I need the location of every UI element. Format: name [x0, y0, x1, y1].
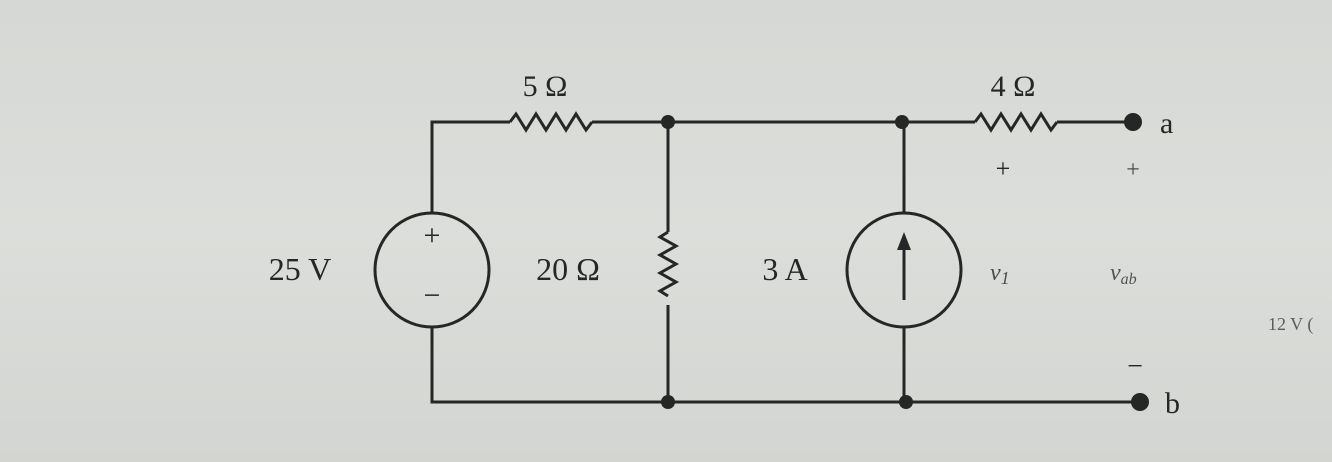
resistor-5ohm: [508, 111, 594, 133]
isource-label: 3 A: [762, 251, 807, 287]
voltage-source-25v: [373, 211, 491, 329]
terminal-a: [1124, 113, 1142, 131]
vsource-label: 25 V: [269, 251, 332, 287]
terminal-b-label: b: [1165, 387, 1180, 420]
vsource-plus: +: [424, 219, 441, 252]
r2-label: 20 Ω: [536, 251, 600, 287]
current-source-3a: [845, 211, 963, 329]
resistor-4ohm: [973, 111, 1059, 133]
wire-left-top: [430, 120, 510, 213]
node: [899, 395, 913, 409]
node: [661, 115, 675, 129]
v1-plus: +: [996, 154, 1011, 183]
r3-label: 4 Ω: [991, 70, 1036, 103]
wire-left-bottom: [430, 327, 1140, 404]
vsource-minus: −: [424, 279, 441, 312]
node: [895, 115, 909, 129]
cutoff-text: 12 V (: [1268, 314, 1313, 335]
v1-label: v1: [990, 260, 1010, 288]
vab-minus: −: [1127, 351, 1143, 382]
resistor-20ohm: [656, 230, 680, 298]
vab-label: vab: [1110, 260, 1137, 288]
terminal-b: [1131, 393, 1149, 411]
vab-plus: +: [1126, 157, 1140, 183]
terminal-a-label: a: [1160, 107, 1173, 140]
node: [661, 395, 675, 409]
r1-label: 5 Ω: [523, 70, 568, 103]
